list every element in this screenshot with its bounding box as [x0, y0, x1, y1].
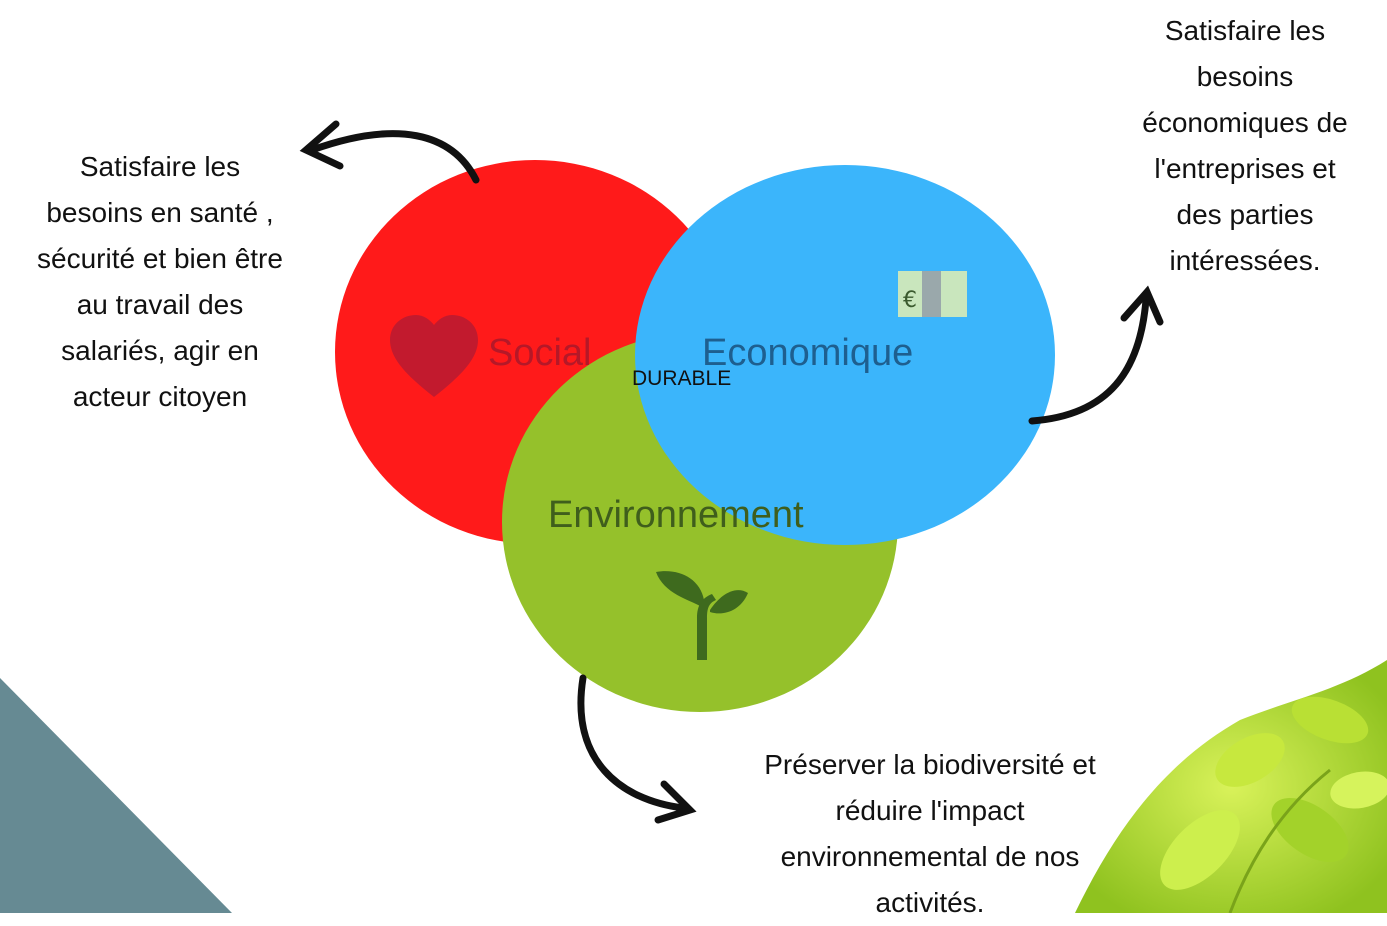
note-line: environnemental de nos	[780, 841, 1080, 872]
arrow-economique	[1028, 285, 1164, 425]
note-line: salariés, agir en	[61, 335, 259, 366]
note-line: Satisfaire les	[79, 151, 241, 182]
banknote-icon	[898, 271, 967, 317]
heart-icon	[390, 315, 478, 397]
circle-economique	[635, 165, 1055, 545]
note-line: au travail des	[76, 289, 244, 320]
euro-symbol: €	[903, 288, 917, 313]
note-line: réduire l'impact	[835, 795, 1025, 826]
note-line: économiques de	[1142, 107, 1348, 138]
note-environnement: Préserver la biodiversité et réduire l'i…	[700, 742, 1160, 926]
corner-triangle	[0, 678, 232, 913]
note-line: besoins	[1196, 61, 1294, 92]
note-social: Satisfaire les besoins en santé , sécuri…	[0, 144, 320, 420]
note-line: des parties	[1176, 199, 1314, 230]
arrow-environnement	[577, 674, 697, 824]
note-line: activités.	[875, 887, 985, 918]
label-economique: Economique	[702, 332, 914, 374]
label-social: Social	[488, 332, 592, 374]
note-line: l'entreprises et	[1154, 153, 1336, 184]
sprout-icon	[656, 571, 748, 660]
note-line: Satisfaire les	[1164, 15, 1326, 46]
label-environnement: Environnement	[548, 494, 804, 536]
note-line: besoins en santé ,	[46, 197, 274, 228]
note-line: Préserver la biodiversité et	[764, 749, 1096, 780]
note-line: acteur citoyen	[72, 381, 248, 412]
leaves-decoration	[1075, 660, 1387, 913]
center-label: DURABLE	[632, 367, 732, 390]
note-line: sécurité et bien être	[37, 243, 283, 274]
note-line: intéressées.	[1169, 245, 1321, 276]
arrow-social	[299, 120, 480, 184]
note-economique: Satisfaire les besoins économiques de l'…	[1100, 8, 1387, 284]
